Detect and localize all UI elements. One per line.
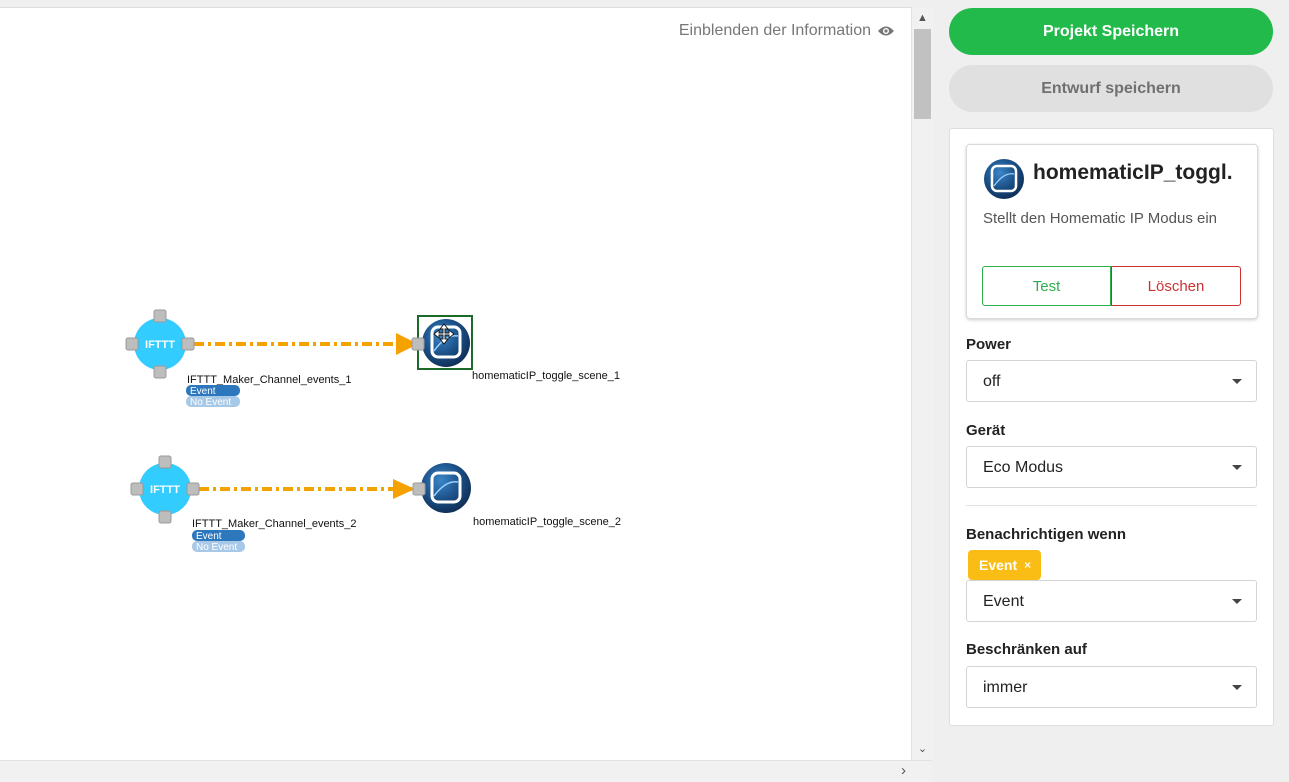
move-cursor-icon <box>433 323 455 345</box>
ifttt-node-text: IFTTT <box>150 484 180 496</box>
ifttt-node[interactable]: IFTTT <box>130 455 200 524</box>
scrollbar-thumb[interactable] <box>914 29 931 119</box>
homematic-node-label: homematicIP_toggle_scene_1 <box>472 370 620 382</box>
port-no-event-label: No Event <box>196 542 237 553</box>
restrict-select[interactable]: immer <box>966 666 1257 708</box>
port-event-pill[interactable] <box>186 385 240 396</box>
chevron-up-icon[interactable]: ▲ <box>917 12 928 24</box>
port-handle[interactable] <box>411 337 425 351</box>
homematic-node-label: homematicIP_toggle_scene_2 <box>473 516 621 528</box>
port-no-event-pill[interactable] <box>192 541 245 552</box>
device-label: Gerät <box>966 422 1006 439</box>
port-handle[interactable] <box>130 482 144 496</box>
divider <box>966 505 1257 506</box>
port-handle[interactable] <box>158 510 172 524</box>
power-select[interactable]: off <box>966 360 1257 402</box>
chevron-down-icon <box>1232 379 1242 384</box>
eye-icon <box>878 26 894 36</box>
node-card-title: homematicIP_toggl... <box>1033 161 1233 184</box>
test-button[interactable]: Test <box>982 266 1111 306</box>
port-handle[interactable] <box>158 455 172 469</box>
port-handle[interactable] <box>412 482 426 496</box>
port-event-pill[interactable] <box>192 530 245 541</box>
homematic-icon <box>984 159 1024 199</box>
homematic-node-selected[interactable] <box>411 315 473 370</box>
node-card: homematicIP_toggl... Stellt den Homemati… <box>966 144 1258 319</box>
ifttt-node[interactable]: IFTTT <box>125 309 195 379</box>
vertical-scrollbar[interactable]: ▲ ⌄ <box>911 7 933 760</box>
restrict-select-value: immer <box>983 679 1028 696</box>
node-card-description: Stellt den Homematic IP Modus ein <box>983 210 1218 227</box>
flow-row-1: IFTTT IFTTT_Maker_Channel_events_1 Event… <box>125 309 620 408</box>
delete-button[interactable]: Löschen <box>1111 266 1241 306</box>
flow-canvas[interactable]: Einblenden der Information IFTTT <box>0 7 912 761</box>
ifttt-node-label: IFTTT_Maker_Channel_events_2 <box>192 518 356 530</box>
chevron-down-icon <box>1232 465 1242 470</box>
notify-select[interactable]: Event <box>966 580 1257 622</box>
chevron-down-icon <box>1232 599 1242 604</box>
save-draft-button[interactable]: Entwurf speichern <box>949 65 1273 112</box>
power-select-value: off <box>983 373 1001 390</box>
notify-label: Benachrichtigen wenn <box>966 526 1127 543</box>
node-properties-panel: homematicIP_toggl... Stellt den Homemati… <box>949 128 1274 726</box>
power-label: Power <box>966 336 1012 353</box>
port-handle[interactable] <box>125 337 139 351</box>
port-handle[interactable] <box>186 482 200 496</box>
notify-select-value: Event <box>983 593 1024 610</box>
flow-diagram: IFTTT IFTTT_Maker_Channel_events_1 Event… <box>125 309 621 553</box>
event-tag: Event × <box>968 550 1042 580</box>
connection-arrowhead <box>393 479 415 499</box>
info-toggle[interactable]: Einblenden der Information <box>679 22 895 40</box>
save-project-button[interactable]: Projekt Speichern <box>949 8 1273 55</box>
info-toggle-label: Einblenden der Information <box>678 22 871 39</box>
port-no-event-label: No Event <box>190 397 231 408</box>
ifttt-node-text: IFTTT <box>145 339 175 351</box>
chevron-down-icon[interactable]: ⌄ <box>917 743 928 755</box>
ifttt-node-label: IFTTT_Maker_Channel_events_1 <box>187 374 351 386</box>
device-select[interactable]: Eco Modus <box>966 446 1257 488</box>
port-handle[interactable] <box>153 365 167 379</box>
homematic-node[interactable] <box>412 463 471 513</box>
horizontal-scrollbar[interactable]: › <box>0 760 932 782</box>
event-tag-label: Event <box>979 557 1018 573</box>
port-no-event-pill[interactable] <box>186 396 240 407</box>
port-event-label: Event <box>196 531 222 542</box>
restrict-label: Beschränken auf <box>966 641 1087 658</box>
close-icon[interactable]: × <box>1024 558 1032 572</box>
chevron-right-icon[interactable]: › <box>901 762 906 779</box>
port-event-label: Event <box>190 386 216 397</box>
connection-arrowhead <box>396 333 418 355</box>
flow-row-2: IFTTT IFTTT_Maker_Channel_events_2 Event… <box>130 455 621 553</box>
port-handle[interactable] <box>153 309 167 323</box>
device-select-value: Eco Modus <box>983 459 1064 476</box>
port-handle[interactable] <box>181 337 195 351</box>
chevron-down-icon <box>1232 685 1242 690</box>
